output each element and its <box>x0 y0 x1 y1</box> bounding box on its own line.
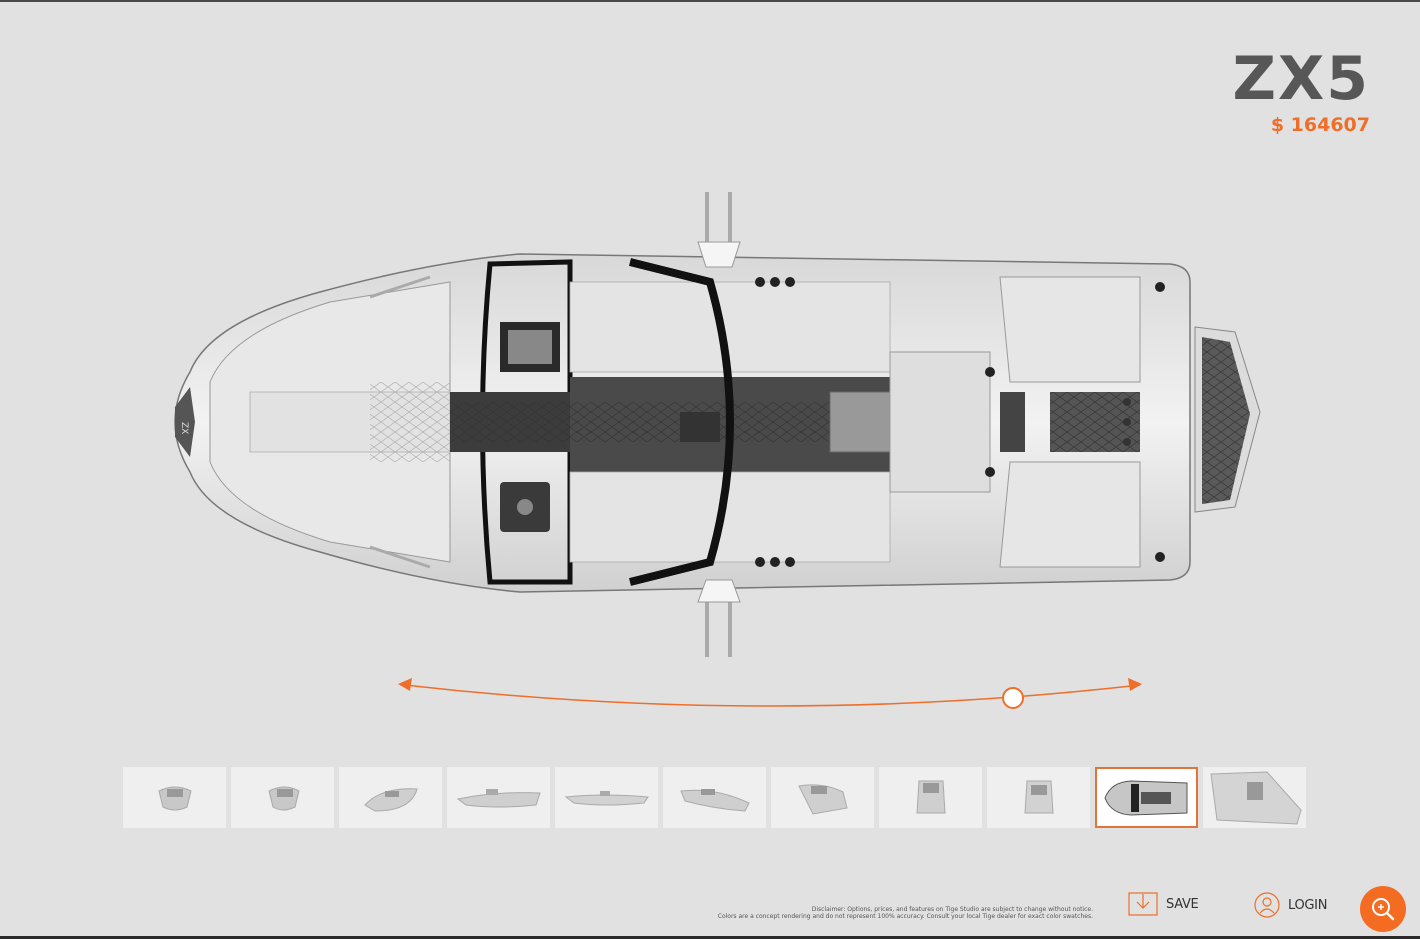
thumbnail-interior-detail[interactable] <box>1203 767 1306 828</box>
svg-text:ZX: ZX <box>179 422 189 434</box>
thumbnail-bow-angle[interactable] <box>339 767 442 828</box>
model-name: ZX5 <box>1232 44 1370 114</box>
zoom-in-button[interactable] <box>1360 886 1406 932</box>
save-label: SAVE <box>1166 896 1199 912</box>
user-icon <box>1254 892 1280 918</box>
boat-top-icon <box>1103 779 1187 816</box>
boat-interior-icon <box>1209 770 1302 825</box>
zoom-in-icon <box>1372 898 1395 921</box>
rotate-view-slider[interactable] <box>390 667 1150 727</box>
boat-front-icon <box>157 786 192 810</box>
boat-side-icon <box>456 788 541 807</box>
boat-rear-icon <box>1023 780 1054 813</box>
boat-bow-angle-icon <box>363 787 418 812</box>
thumbnail-rear-elevated[interactable] <box>879 767 982 828</box>
thumbnail-stern-angle[interactable] <box>771 767 874 828</box>
arrow-right-icon <box>1128 678 1142 691</box>
thumbnail-side-profile[interactable] <box>447 767 550 828</box>
disclaimer: Disclaimer: Options, prices, and feature… <box>718 906 1093 920</box>
thumbnail-top-down[interactable] <box>1095 767 1198 828</box>
boat-top-view-render[interactable]: ZX <box>150 182 1270 662</box>
slider-handle[interactable] <box>1002 687 1024 709</box>
product-header: ZX5 $ 164607 <box>1232 46 1370 136</box>
login-button[interactable]: LOGIN <box>1254 892 1327 918</box>
boat-side-low-icon <box>564 790 649 805</box>
thumbnail-front[interactable] <box>123 767 226 828</box>
login-label: LOGIN <box>1288 897 1328 913</box>
thumbnail-front-three-quarter[interactable] <box>231 767 334 828</box>
thumbnail-rear[interactable] <box>987 767 1090 828</box>
arrow-left-icon <box>398 678 412 691</box>
boat-rear-elevated-icon <box>915 780 946 813</box>
download-icon <box>1128 892 1158 916</box>
boat-stern-angle-icon <box>679 788 750 812</box>
thumbnail-side-low[interactable] <box>555 767 658 828</box>
price: $ 164607 <box>1270 114 1370 136</box>
boat-stern-icon <box>797 783 848 815</box>
disclaimer-line-2: Colors are a concept rendering and do no… <box>717 913 1093 920</box>
save-button[interactable]: SAVE <box>1128 892 1199 916</box>
thumbnail-stern-three-quarter[interactable] <box>663 767 766 828</box>
view-thumbnails <box>123 767 1306 828</box>
boat-front-angle-icon <box>267 786 300 810</box>
disclaimer-line-1: Disclaimer: Options, prices, and feature… <box>811 906 1093 913</box>
